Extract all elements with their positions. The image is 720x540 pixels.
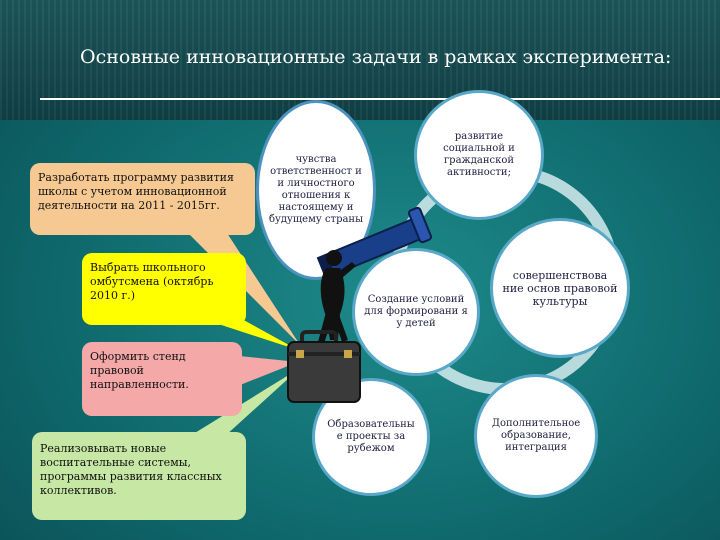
goal-additional-education: Дополнительное образование, интеграция	[474, 374, 598, 498]
goal-additional-education-text: Дополнительное образование, интеграция	[491, 418, 581, 453]
goal-social-activity-text: развитие социальной и гражданской активн…	[443, 131, 515, 178]
header-bar: Основные инновационные задачи в рамках э…	[0, 0, 720, 120]
pointer-task-3	[230, 355, 298, 385]
slide-title: Основные инновационные задачи в рамках э…	[80, 46, 672, 68]
goal-responsibility-text: чувства ответственност и и личностного о…	[268, 154, 364, 225]
header-divider	[40, 98, 720, 100]
goal-conditions: Создание условий для формировани я у дет…	[352, 248, 480, 376]
pointer-task-2	[200, 318, 298, 350]
task-education-systems: Реализовывать новые воспитательные систе…	[32, 432, 246, 520]
pointer-task-4	[190, 368, 300, 436]
task-legal-stand: Оформить стенд правовой направленности.	[82, 342, 242, 416]
task-program-development: Разработать программу развития школы с у…	[30, 163, 255, 235]
goal-legal-culture-text: совершенствова ние основ правовой культу…	[502, 268, 618, 308]
header-texture	[0, 0, 720, 120]
goal-conditions-text: Создание условий для формировани я у дет…	[364, 294, 468, 329]
briefcase-icon	[287, 330, 361, 403]
goal-social-activity: развитие социальной и гражданской активн…	[414, 90, 544, 220]
task-ombudsman: Выбрать школьного омбутсмена (октябрь 20…	[82, 253, 246, 325]
goal-projects-abroad-text: Образовательны е проекты за рубежом	[327, 419, 415, 454]
goal-legal-culture: совершенствова ние основ правовой культу…	[490, 218, 630, 358]
person-silhouette	[318, 250, 356, 344]
